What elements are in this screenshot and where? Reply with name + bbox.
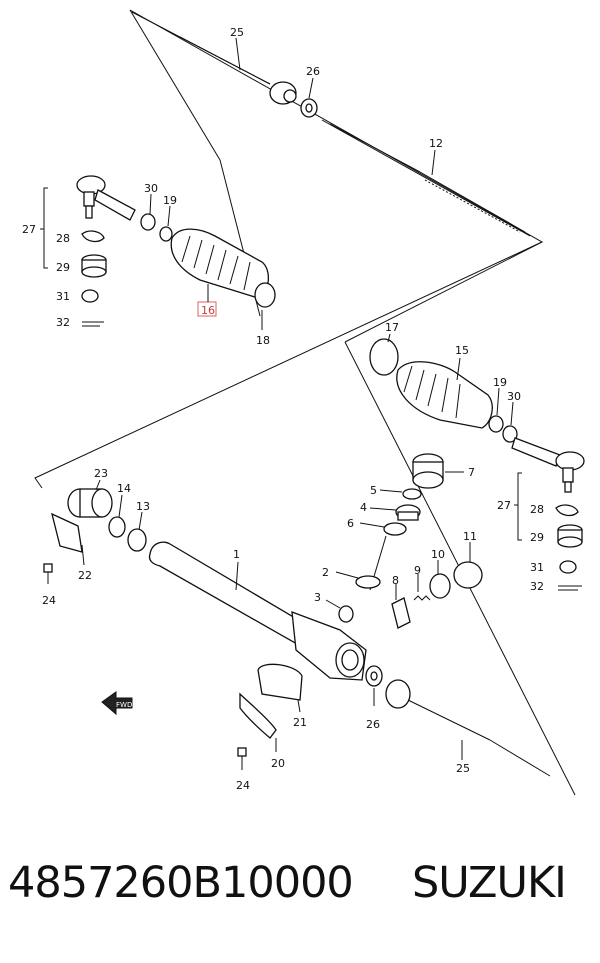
label-27-left: 27 <box>22 223 36 236</box>
part-8-rack-guide <box>391 597 411 629</box>
part-26-upper-washer <box>300 98 318 118</box>
label-26-top: 26 <box>306 65 320 78</box>
brand-name: SUZUKI <box>412 858 567 908</box>
label-11: 11 <box>463 530 477 543</box>
part-19-right-clamp <box>488 415 504 433</box>
part-10-guide-plug <box>429 573 451 599</box>
fwd-label: FWD <box>116 701 132 709</box>
label-19-left: 19 <box>163 194 177 207</box>
label-32-left: 32 <box>56 316 70 329</box>
label-19-right: 19 <box>493 376 507 389</box>
label-20: 20 <box>271 757 285 770</box>
part-27-left-tie-rod-end <box>76 175 136 221</box>
part-31-left-castle-nut <box>81 289 99 303</box>
part-24-left-bolt <box>43 563 53 584</box>
part-16-left-boot <box>170 228 269 299</box>
label-4: 4 <box>360 501 367 514</box>
part-32-right-cotter-pin <box>558 585 582 591</box>
label-21: 21 <box>293 716 307 729</box>
part-2-pinion <box>355 535 387 591</box>
label-24-bottom: 24 <box>236 779 250 792</box>
part-3-bearing <box>338 605 354 623</box>
frame-lines <box>34 9 576 796</box>
part-6-o-ring <box>383 522 407 536</box>
label-15: 15 <box>455 344 469 357</box>
part-25-lower-tie-rod <box>385 679 551 777</box>
part-27-right-tie-rod-end <box>511 437 585 493</box>
label-28-right: 28 <box>530 503 544 516</box>
footer <box>0 800 600 963</box>
part-29-right-seal <box>557 524 583 548</box>
part-12-rack <box>321 119 531 237</box>
label-8: 8 <box>392 574 399 587</box>
part-18-left-ring <box>254 282 276 308</box>
label-3: 3 <box>314 591 321 604</box>
label-29-left: 29 <box>56 261 70 274</box>
steering-gear-exploded-diagram: 25 26 12 30 19 16 <box>22 9 585 796</box>
part-26-bottom-washer <box>365 665 383 687</box>
label-30-left: 30 <box>144 182 158 195</box>
label-27-right: 27 <box>497 499 511 512</box>
label-31-left: 31 <box>56 290 70 303</box>
label-25-top: 25 <box>230 26 244 39</box>
part-22-bracket <box>51 512 83 553</box>
part-30-right-nut <box>502 425 518 443</box>
label-2: 2 <box>322 566 329 579</box>
part-4-adjusting-screw <box>395 504 421 521</box>
label-9: 9 <box>414 564 421 577</box>
part-14-ring <box>108 516 126 538</box>
label-31-right: 31 <box>530 561 544 574</box>
part-28-left-clip <box>81 230 105 243</box>
part-21-mount-rubber <box>257 663 303 701</box>
label-17: 17 <box>385 321 399 334</box>
part-number: 4857260B10000 <box>8 858 354 908</box>
part-1-gear-housing <box>148 541 367 681</box>
label-12: 12 <box>429 137 443 150</box>
part-23-mount-bushing <box>67 488 113 518</box>
label-23: 23 <box>94 467 108 480</box>
part-24-bottom-bolt <box>237 747 247 770</box>
label-32-right: 32 <box>530 580 544 593</box>
part-17-right-ring <box>369 338 399 376</box>
label-22: 22 <box>78 569 92 582</box>
part-9-spring <box>413 595 431 601</box>
label-16-highlight <box>197 301 217 317</box>
label-14: 14 <box>117 482 131 495</box>
label-5: 5 <box>370 484 377 497</box>
label-10: 10 <box>431 548 445 561</box>
label-26-bottom: 26 <box>366 718 380 731</box>
label-25-bottom: 25 <box>456 762 470 775</box>
fwd-arrow-icon: FWD <box>101 691 133 716</box>
label-28-left: 28 <box>56 232 70 245</box>
part-32-left-cotter-pin <box>82 321 104 327</box>
label-30-right: 30 <box>507 390 521 403</box>
part-19-left-clamp <box>159 226 173 242</box>
part-31-right-castle-nut <box>559 560 577 574</box>
part-20-mount-bracket <box>239 692 277 739</box>
label-24-left: 24 <box>42 594 56 607</box>
part-25-upper-tie-rod <box>131 11 297 105</box>
label-13: 13 <box>136 500 150 513</box>
label-18: 18 <box>256 334 270 347</box>
label-1: 1 <box>233 548 240 561</box>
part-13-seal <box>127 528 147 552</box>
label-16: 16 <box>201 304 215 317</box>
part-29-left-seal <box>81 254 107 278</box>
part-11-cap <box>453 561 483 589</box>
part-5-washer <box>402 488 422 500</box>
part-7-plug <box>412 453 444 489</box>
label-6: 6 <box>347 517 354 530</box>
part-28-right-clip <box>555 504 579 517</box>
part-30-left-nut <box>140 213 156 231</box>
part-15-right-boot <box>396 361 493 429</box>
label-29-right: 29 <box>530 531 544 544</box>
label-7: 7 <box>468 466 475 479</box>
